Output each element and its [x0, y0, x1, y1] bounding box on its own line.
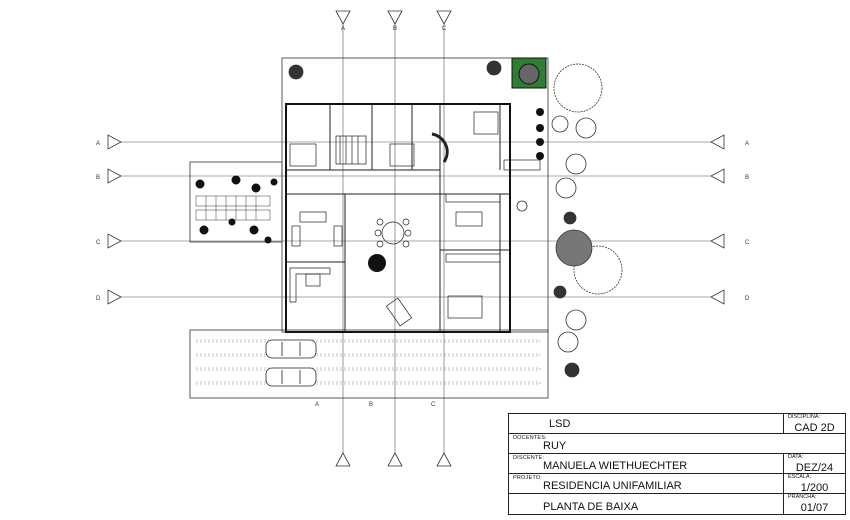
teacher-label: DOCENTES: [513, 435, 547, 441]
axis-label-left-b: B [96, 175, 100, 181]
teacher-value: RUY [543, 440, 567, 452]
axis-markers-top [335, 10, 452, 25]
discipline-value: CAD 2D [794, 422, 835, 434]
trees [288, 60, 623, 378]
axis-labels: A B C A B C A B C D A B C D [96, 26, 750, 408]
furniture [289, 111, 541, 327]
title-row-teacher: DOCENTES: RUY [509, 434, 845, 454]
axis-label-left-c: C [96, 240, 101, 246]
planters [536, 108, 544, 160]
axis-label-bottom-a: A [315, 402, 319, 408]
project-value: RESIDENCIA UNIFAMILIAR [543, 480, 682, 492]
title-row-drawing: PLANTA DE BAIXA PRANCHA: 01/07 [509, 494, 845, 514]
title-row-institution: LSD DISCIPLINA: CAD 2D [509, 414, 845, 434]
palm-plants [195, 175, 278, 244]
discipline-label: DISCIPLINA: [788, 414, 821, 420]
scale-box: ESCALA: 1/200 [783, 474, 845, 494]
indoor-plant [368, 254, 386, 272]
axis-label-right-d: D [745, 296, 750, 302]
student-value: MANUELA WIETHUECHTER [543, 460, 688, 472]
axis-label-right-b: B [745, 175, 749, 181]
scale-value: 1/200 [800, 482, 829, 494]
garden-pavers [195, 195, 271, 221]
lot-boundary [189, 57, 549, 399]
title-row-student: DISCENTE: MANUELA WIETHUECHTER DATA: DEZ… [509, 454, 845, 474]
scale-label: ESCALA: [788, 474, 812, 480]
date-label: DATA: [788, 454, 804, 460]
sheet-box: PRANCHA: 01/07 [783, 494, 845, 514]
axis-label-bottom-c: C [431, 402, 436, 408]
vertical-grid-lines [342, 22, 445, 455]
student-label: DISCENTE: [513, 455, 545, 461]
axis-label-left-d: D [96, 296, 101, 302]
axis-label-right-a: A [745, 141, 749, 147]
drawing-value: PLANTA DE BAIXA [543, 501, 639, 513]
date-box: DATA: DEZ/24 [783, 454, 845, 474]
title-block: LSD DISCIPLINA: CAD 2D DOCENTES: RUY DIS… [508, 413, 846, 515]
axis-label-top-a: A [341, 26, 345, 32]
axis-label-left-a: A [96, 141, 100, 147]
axis-markers-right [710, 134, 725, 305]
house-walls [285, 103, 511, 333]
axis-label-top-b: B [393, 26, 397, 32]
title-row-project: PROJETO: RESIDENCIA UNIFAMILIAR ESCALA: … [509, 474, 845, 494]
axis-label-bottom-b: B [369, 402, 373, 408]
axis-label-top-c: C [442, 26, 447, 32]
axis-markers-bottom [335, 452, 452, 467]
institution-name: LSD [549, 418, 571, 430]
date-value: DEZ/24 [795, 462, 834, 474]
project-label: PROJETO: [513, 475, 543, 481]
parking-area [195, 339, 541, 385]
cars [265, 339, 317, 387]
sheet-value: 01/07 [800, 502, 829, 514]
sheet-label: PRANCHA: [788, 494, 817, 500]
axis-label-right-c: C [745, 240, 750, 246]
horizontal-grid-lines [120, 141, 712, 298]
axis-markers-left [107, 134, 122, 305]
discipline-box: DISCIPLINA: CAD 2D [783, 414, 845, 434]
pool [511, 57, 547, 89]
